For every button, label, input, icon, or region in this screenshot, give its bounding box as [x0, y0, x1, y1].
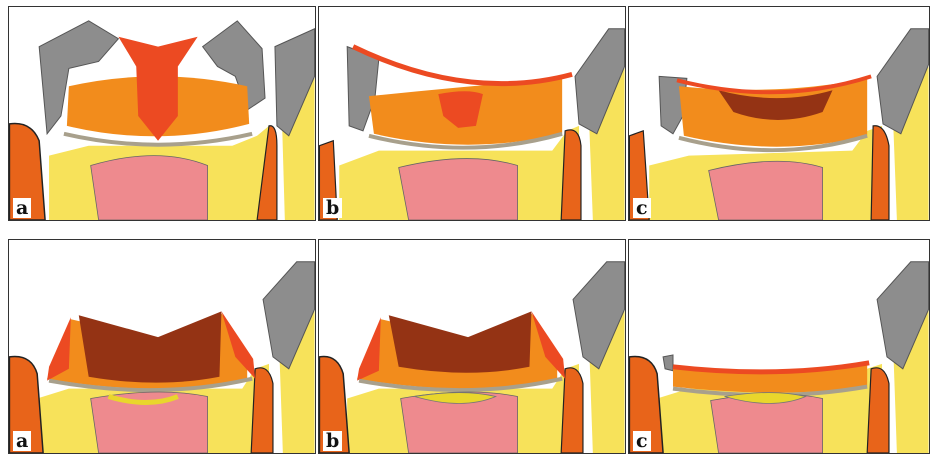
- panel-label: c: [633, 198, 651, 218]
- right-root: [561, 130, 581, 220]
- panel-label: b: [323, 198, 342, 218]
- tooth-diagram-top-c: [629, 7, 929, 220]
- right-root: [251, 368, 273, 453]
- panel-bottom-a: a: [8, 239, 316, 454]
- dark-lesion: [389, 311, 532, 372]
- dark-lesion: [79, 311, 222, 382]
- right-root: [871, 126, 889, 220]
- left-enamel-stub: [663, 355, 673, 371]
- panel-label: b: [323, 431, 342, 451]
- carious-red-left: [357, 317, 381, 380]
- panel-label: a: [13, 431, 31, 451]
- panel-top-a: a: [8, 6, 316, 221]
- panel-label: c: [633, 431, 651, 451]
- pulp-chamber: [399, 159, 518, 220]
- pulp-chamber: [709, 161, 823, 220]
- panel-bottom-b: b: [318, 239, 626, 454]
- pulp-chamber: [91, 156, 208, 220]
- panel-top-c: c: [628, 6, 930, 221]
- tooth-diagram-top-b: [319, 7, 625, 220]
- tooth-diagram-bottom-a: [9, 240, 315, 453]
- right-root: [867, 368, 889, 453]
- panel-label: a: [13, 198, 31, 218]
- tooth-diagram-top-a: [9, 7, 315, 220]
- surface-lesion: [353, 47, 572, 84]
- right-root: [561, 368, 583, 453]
- panel-bottom-c: c: [628, 239, 930, 454]
- tooth-diagram-bottom-b: [319, 240, 625, 453]
- panel-top-b: b: [318, 6, 626, 221]
- tooth-diagram-bottom-c: [629, 240, 929, 453]
